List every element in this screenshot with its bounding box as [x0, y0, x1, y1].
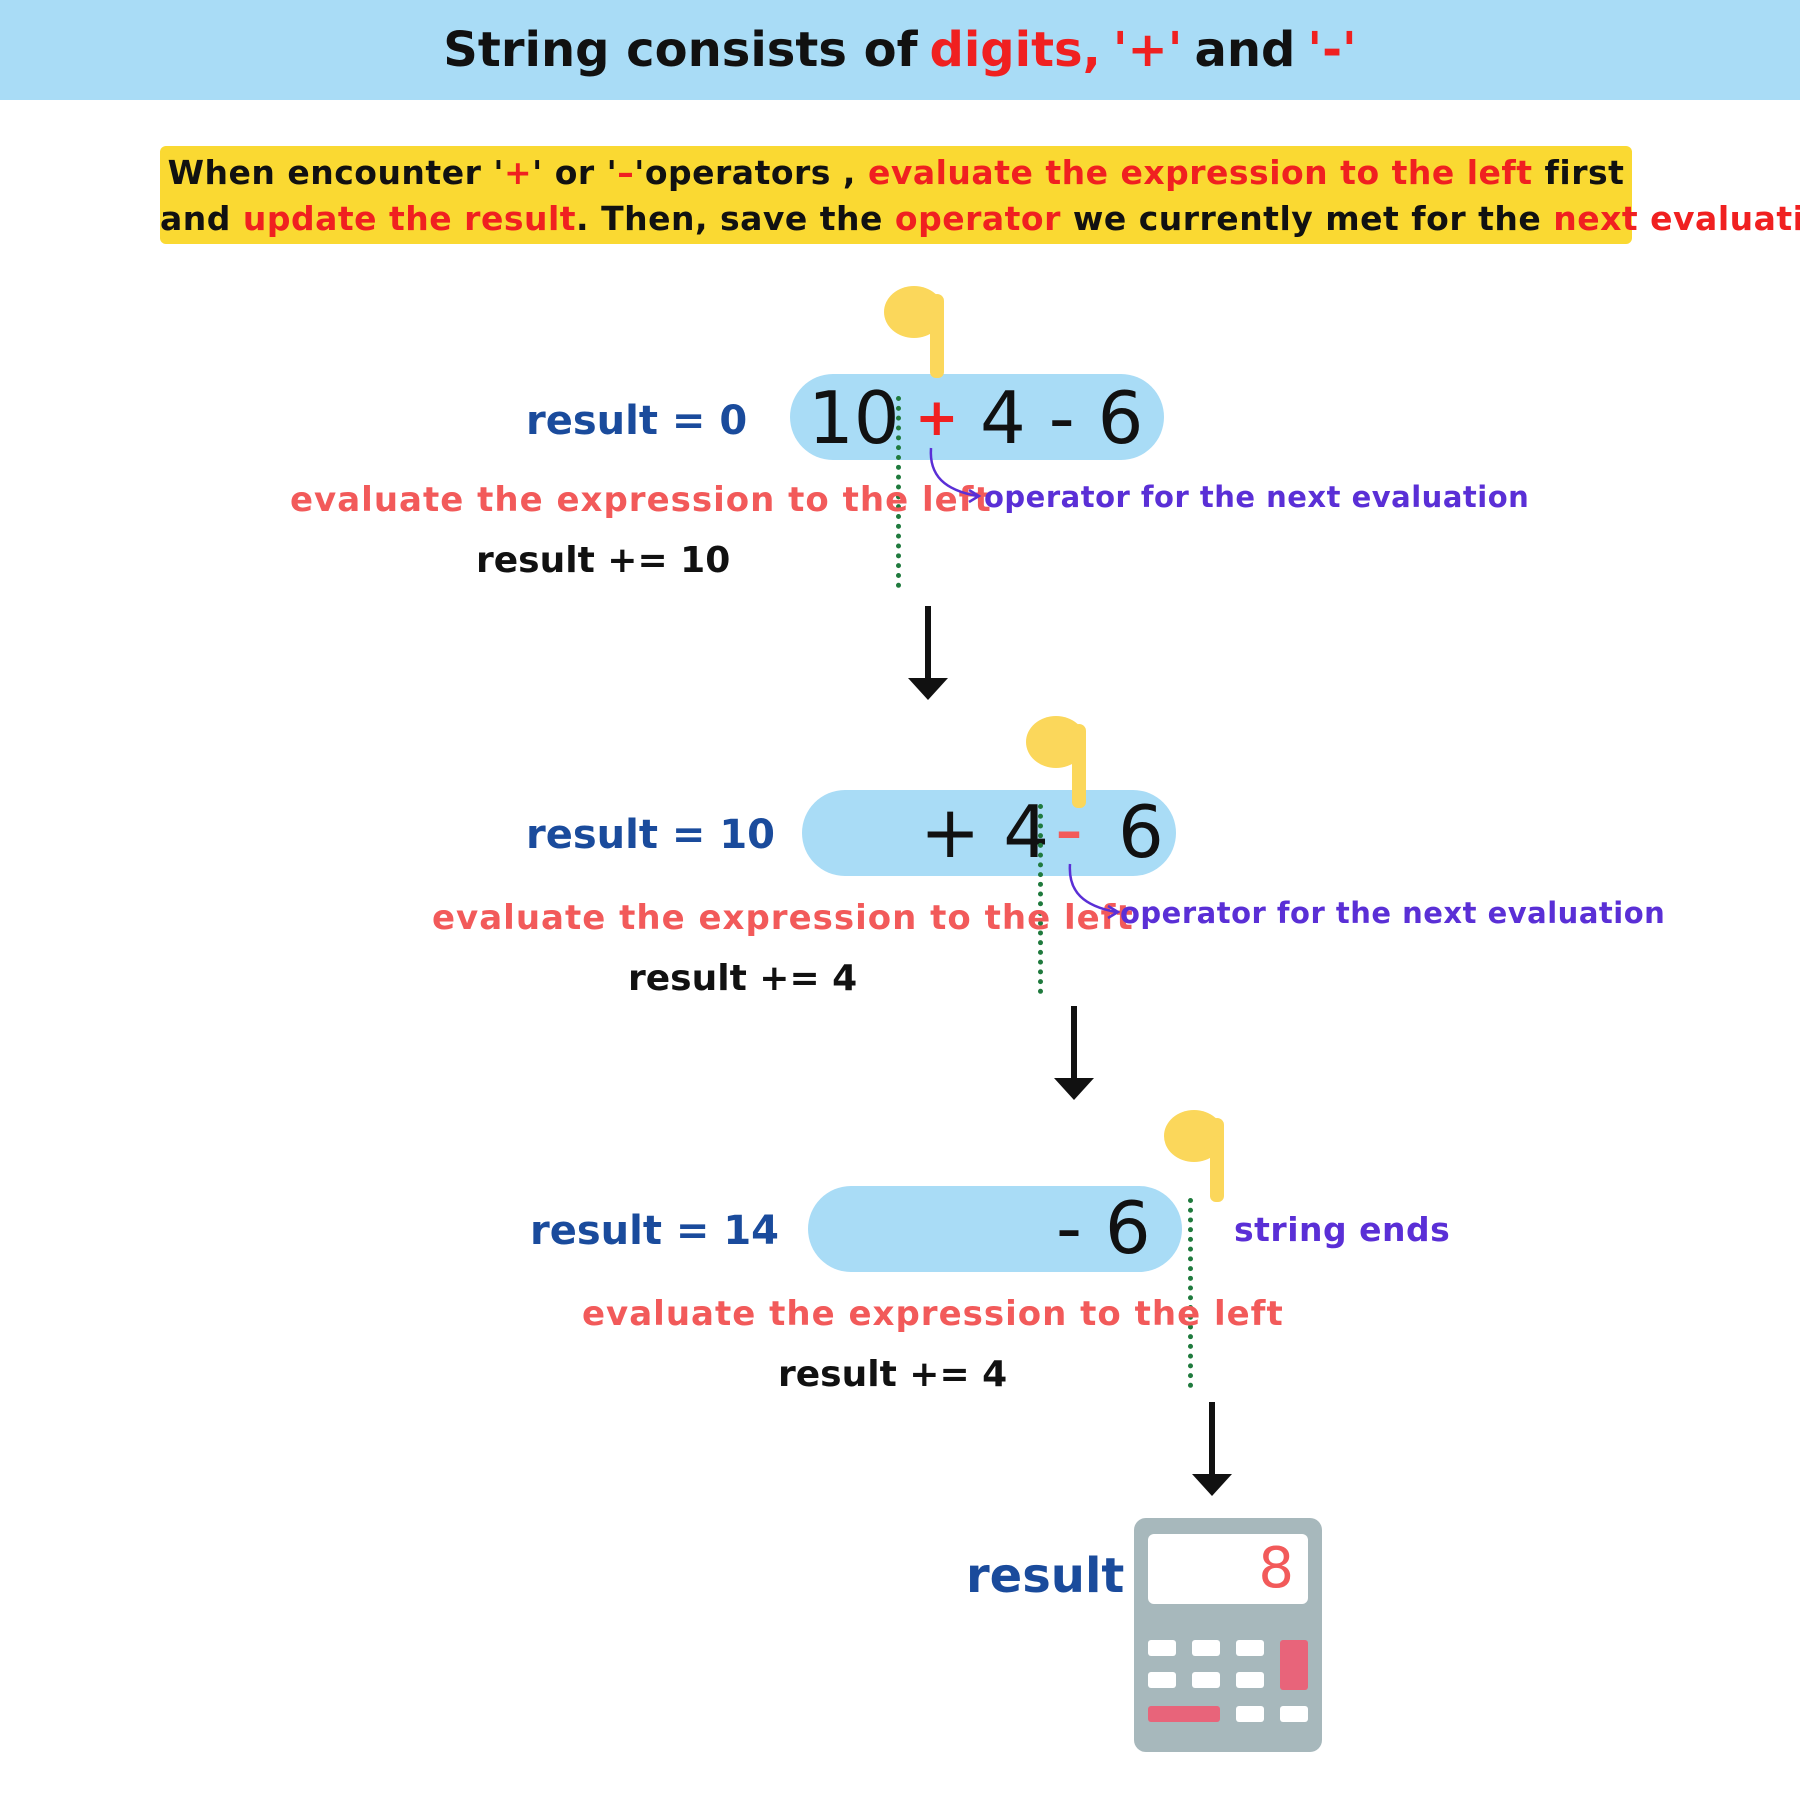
instruction-segment: 'operators , — [634, 153, 868, 192]
final-result-label: result — [966, 1548, 1125, 1604]
expression-1-left: 10 — [808, 376, 900, 460]
title-minus: '-' — [1307, 22, 1357, 78]
pointing-hand-icon — [884, 286, 944, 378]
result-label-3: result = 14 — [530, 1208, 780, 1254]
instruction-segment: – — [617, 153, 635, 192]
curved-arrow-icon — [929, 447, 982, 504]
instruction-highlight — [160, 146, 1632, 244]
instruction-segment: . Then, save the — [576, 199, 895, 238]
update-label-2: result += 4 — [628, 958, 858, 999]
instruction-segment: first — [1532, 153, 1625, 192]
pointing-hand-icon — [1026, 716, 1086, 808]
instruction-segment: next evaluation — [1553, 199, 1800, 238]
pointing-hand-icon — [1164, 1110, 1224, 1202]
down-arrow-icon — [1054, 1006, 1094, 1100]
instruction-line-1: When encounter '+' or '–'operators , eva… — [160, 153, 1632, 192]
update-label-1: result += 10 — [476, 540, 731, 581]
expression-pill-3 — [808, 1186, 1182, 1272]
instruction-segment: we currently met for the — [1060, 199, 1554, 238]
expression-pill-1 — [790, 374, 1164, 460]
down-arrow-icon — [908, 606, 948, 700]
eval-label-3: evaluate the expression to the left — [582, 1294, 1284, 1334]
expression-3-left: - 6 — [1056, 1186, 1151, 1270]
instruction-segment: ' or ' — [532, 153, 618, 192]
title-banner: String consists of digits, '+' and '-' — [0, 0, 1800, 100]
calculator-display-value: 8 — [1258, 1536, 1294, 1601]
expression-1-operator: + — [915, 388, 959, 448]
eval-label-2: evaluate the expression to the left — [432, 898, 1134, 938]
split-line-1 — [896, 396, 901, 588]
instruction-segment: update the result — [242, 199, 577, 238]
curved-arrow-icon — [1068, 863, 1121, 920]
calculator-icon: 8 — [1132, 1516, 1324, 1754]
instruction-segment: and — [160, 199, 243, 238]
update-label-3: result += 4 — [778, 1354, 1008, 1395]
expression-1-right: 4 - 6 — [980, 376, 1144, 460]
title-digits: digits, — [929, 22, 1101, 78]
operator-note-1: operator for the next evaluation — [984, 480, 1530, 514]
title-prefix: String consists of — [443, 22, 918, 78]
eval-label-1: evaluate the expression to the left — [290, 480, 992, 520]
string-ends-note: string ends — [1234, 1210, 1451, 1249]
down-arrow-icon — [1192, 1402, 1232, 1496]
split-line-2 — [1038, 804, 1043, 994]
expression-pill-2 — [802, 790, 1176, 876]
instruction-segment: + — [503, 153, 533, 192]
split-line-3 — [1188, 1198, 1193, 1388]
result-label-2: result = 10 — [526, 812, 776, 858]
instruction-line-2: and update the result. Then, save the op… — [160, 199, 1800, 238]
result-label-1: result = 0 — [526, 398, 748, 444]
instruction-segment: evaluate the expression to the left — [867, 153, 1533, 192]
expression-2-right: 6 — [1118, 790, 1164, 874]
expression-2-operator: – — [1056, 802, 1082, 862]
title-plus: '+' — [1112, 22, 1183, 78]
operator-note-2: operator for the next evaluation — [1120, 896, 1666, 930]
expression-2-left: + 4 — [920, 790, 1050, 874]
title-and: and — [1194, 22, 1296, 78]
instruction-segment: When encounter ' — [167, 153, 504, 192]
instruction-segment: operator — [894, 199, 1061, 238]
